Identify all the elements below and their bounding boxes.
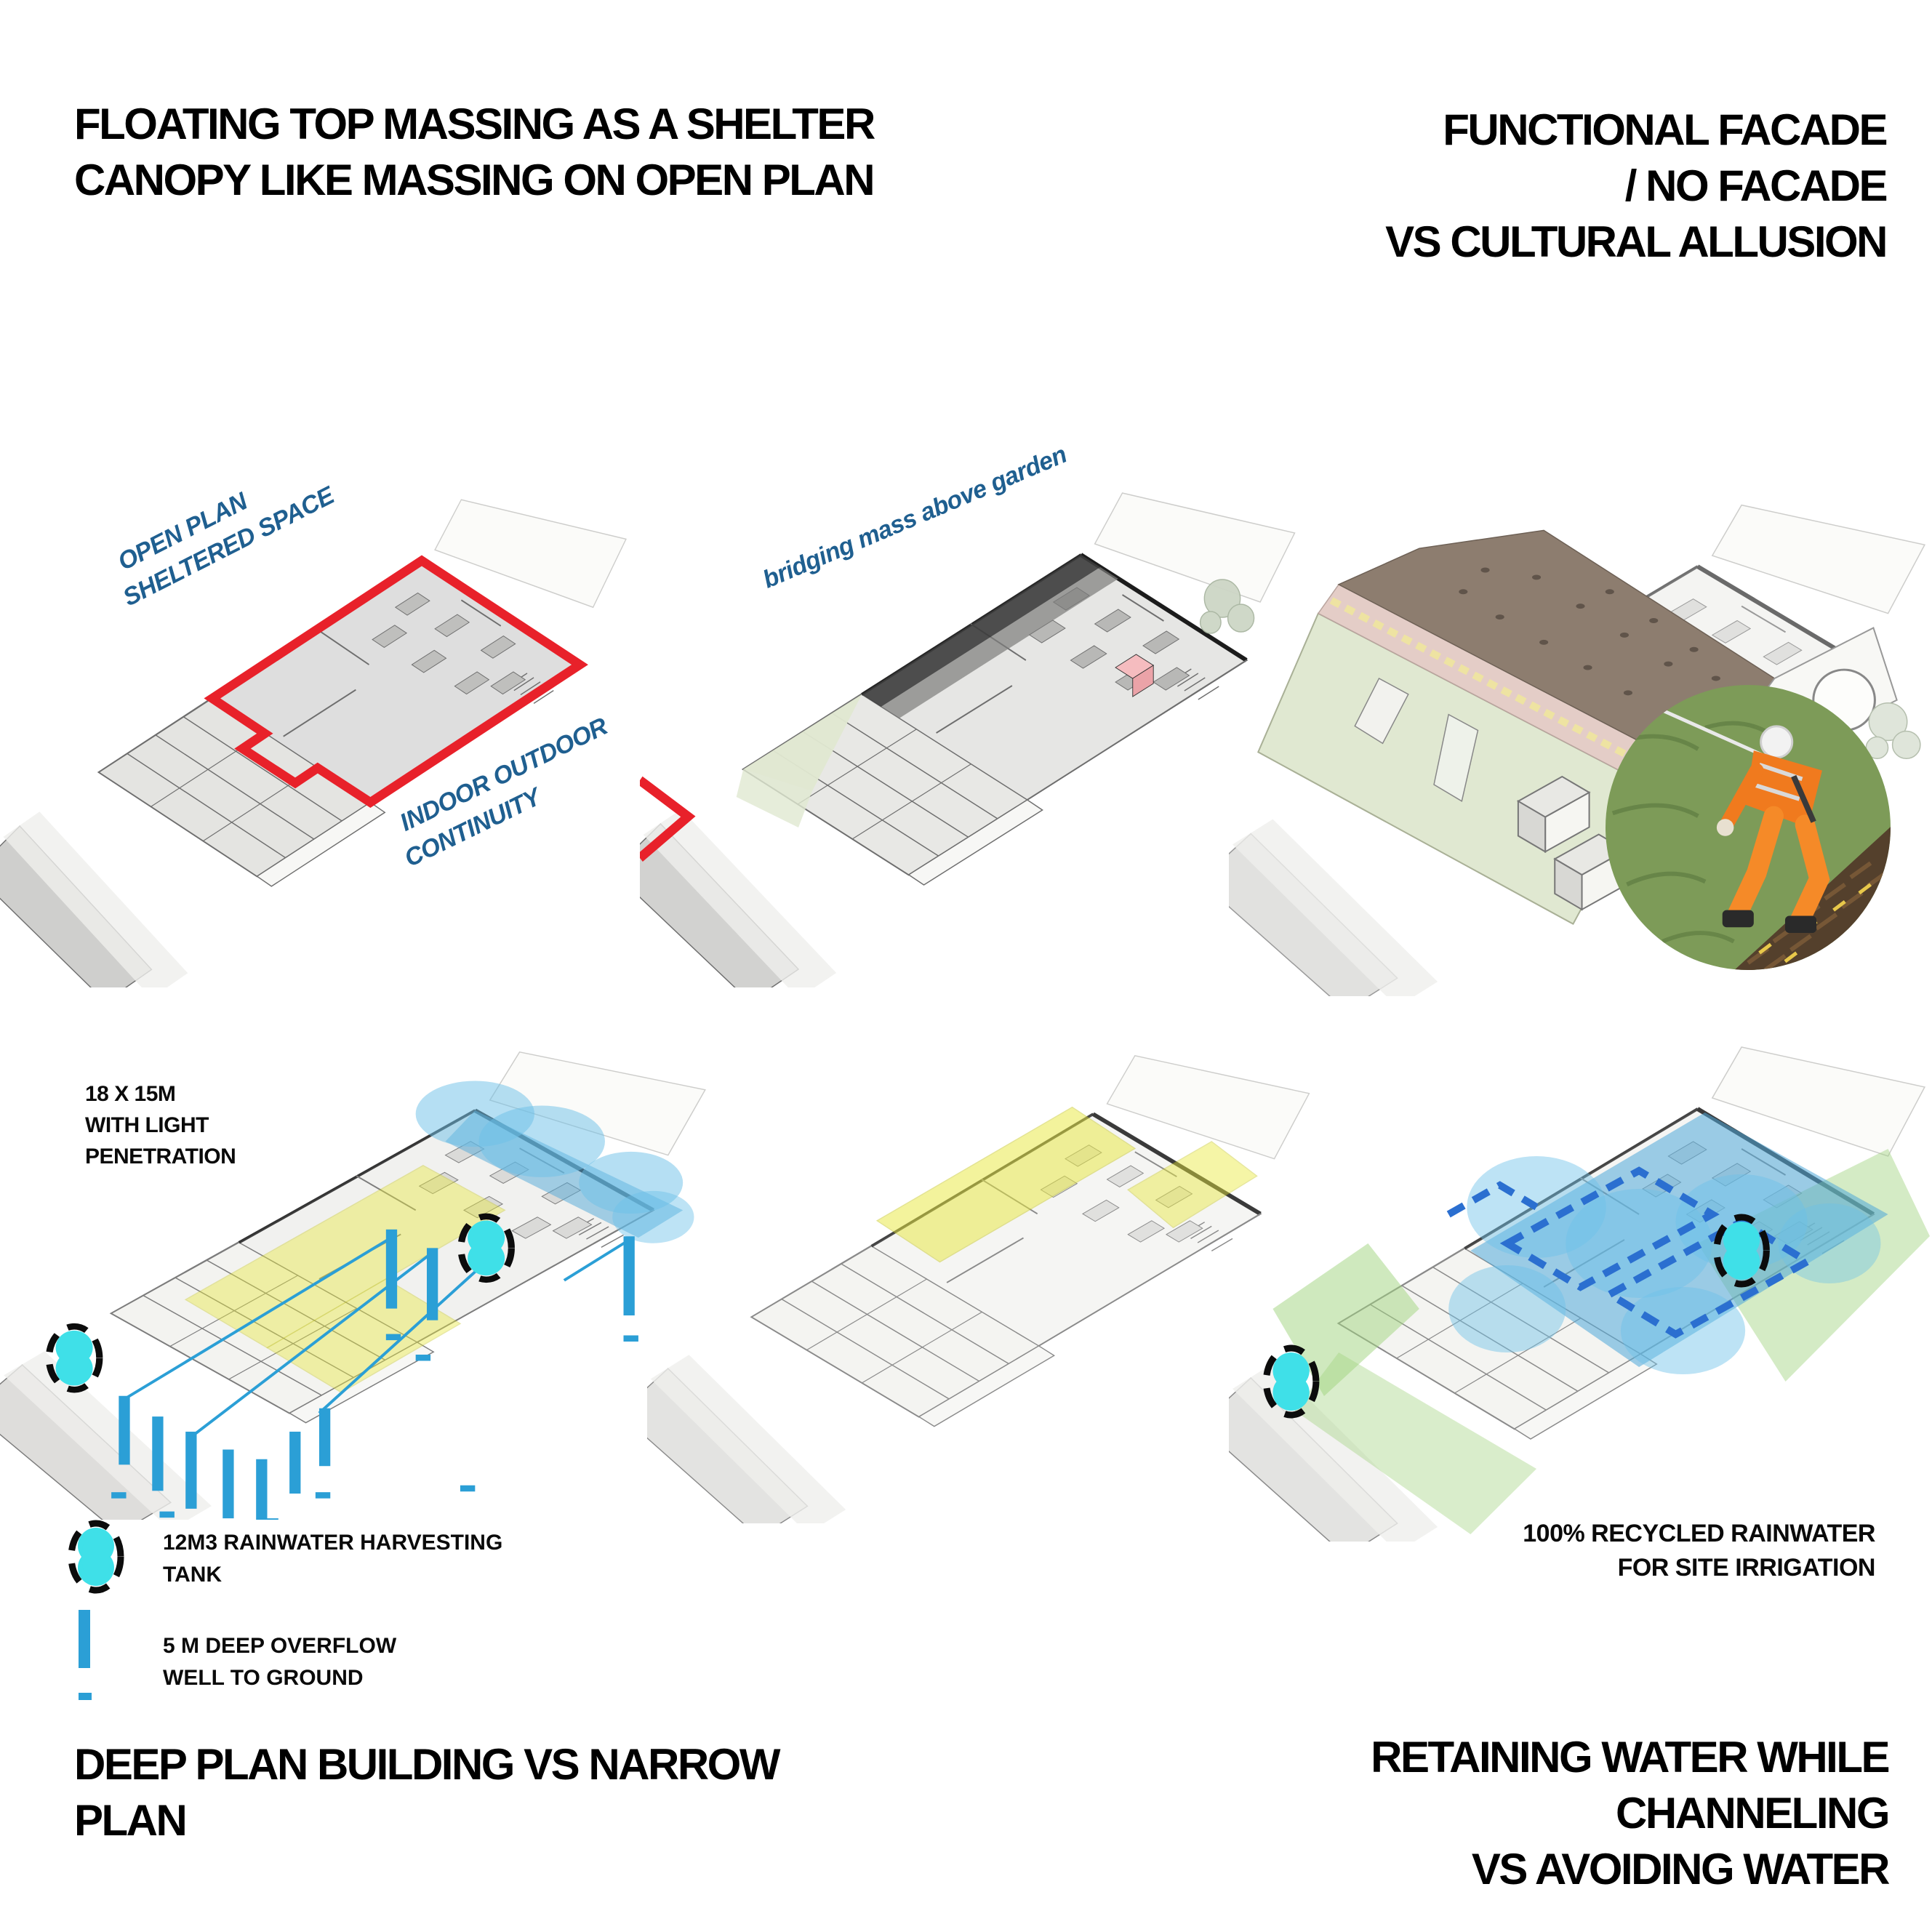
title-line: CANOPY LIKE MASSING ON OPEN PLAN	[74, 156, 875, 204]
water-retention-plane	[1470, 1113, 1888, 1367]
pink-volume	[1115, 654, 1155, 697]
rainwater-tank	[49, 1326, 99, 1390]
note-line: 100% RECYCLED RAINWATER	[1523, 1520, 1875, 1547]
red-outline-bleed	[640, 776, 696, 862]
axonometric-floating-top-massing	[0, 457, 633, 987]
geocell-installation-photo	[1606, 685, 1891, 970]
axonometric-bridging-mass	[640, 449, 1302, 987]
legend-label: WELL TO GROUND	[163, 1666, 364, 1690]
note-line: PENETRATION	[85, 1145, 236, 1169]
light-penetration-zone	[184, 1165, 506, 1349]
axonometric-deep-plan	[0, 1011, 713, 1520]
axonometric-narrow-plan	[647, 1014, 1316, 1523]
title-line: FUNCTIONAL FACADE	[1443, 105, 1888, 154]
tree-icon	[1865, 702, 1921, 759]
axonometric-retaining-water	[1229, 1003, 1930, 1542]
narrow-plan-zone	[875, 1106, 1137, 1263]
legend-label: TANK	[163, 1563, 223, 1587]
note-recycled-rainwater: 100% RECYCLED RAINWATER FOR SITE IRRIGAT…	[1523, 1517, 1875, 1585]
irrigation-zone	[1294, 1352, 1537, 1534]
rainwater-tank-icon	[67, 1517, 125, 1597]
yellow-dashed-strip	[1329, 597, 1659, 774]
title-line: VS CULTURAL ALLUSION	[1385, 217, 1888, 266]
title-line: DEEP PLAN BUILDING VS NARROW	[74, 1740, 780, 1789]
title-line: PLAN	[74, 1796, 188, 1845]
legend-label: 5 M DEEP OVERFLOW	[163, 1634, 397, 1658]
water-channel-loop	[1602, 1217, 1815, 1339]
title-bottom-right: RETAINING WATER WHILE CHANNELING VS AVOI…	[1371, 1729, 1891, 1897]
legend-label: 12M3 RAINWATER HARVESTING	[163, 1531, 503, 1555]
bridging-mass-roof	[862, 555, 1101, 707]
worker-figure	[1716, 725, 1830, 934]
open-plan-red-outline	[204, 555, 588, 808]
irrigation-zone	[1272, 1243, 1419, 1396]
title-bottom-left: DEEP PLAN BUILDING VS NARROW PLAN	[74, 1736, 780, 1848]
title-line: CHANNELING	[1616, 1789, 1890, 1837]
title-line: RETAINING WATER WHILE	[1371, 1733, 1890, 1781]
title-top-right: FUNCTIONAL FACADE / NO FACADE VS CULTURA…	[1385, 102, 1888, 270]
tree-icon	[1199, 579, 1255, 634]
legend-item-tank: 12M3 RAINWATER HARVESTING TANK	[67, 1517, 576, 1611]
title-top-left: FLOATING TOP MASSING AS A SHELTER CANOPY…	[74, 96, 875, 208]
title-line: / NO FACADE	[1624, 161, 1888, 210]
legend-item-overflow-well: 5 M DEEP OVERFLOW WELL TO GROUND	[67, 1607, 576, 1716]
note-light-penetration: 18 X 15M WITH LIGHT PENETRATION	[85, 1078, 236, 1172]
water-channel-loop	[1499, 1166, 1720, 1291]
note-line: WITH LIGHT	[85, 1113, 209, 1137]
title-line: VS AVOIDING WATER	[1471, 1845, 1891, 1893]
overflow-wells	[111, 1229, 638, 1520]
note-line: FOR SITE IRRIGATION	[1617, 1554, 1876, 1582]
garden-green-wall	[743, 694, 862, 791]
note-line: 18 X 15M	[85, 1082, 176, 1106]
narrow-plan-zone	[1127, 1141, 1258, 1229]
overflow-well-icon	[79, 1610, 92, 1700]
title-line: FLOATING TOP MASSING AS A SHELTER	[74, 100, 875, 148]
